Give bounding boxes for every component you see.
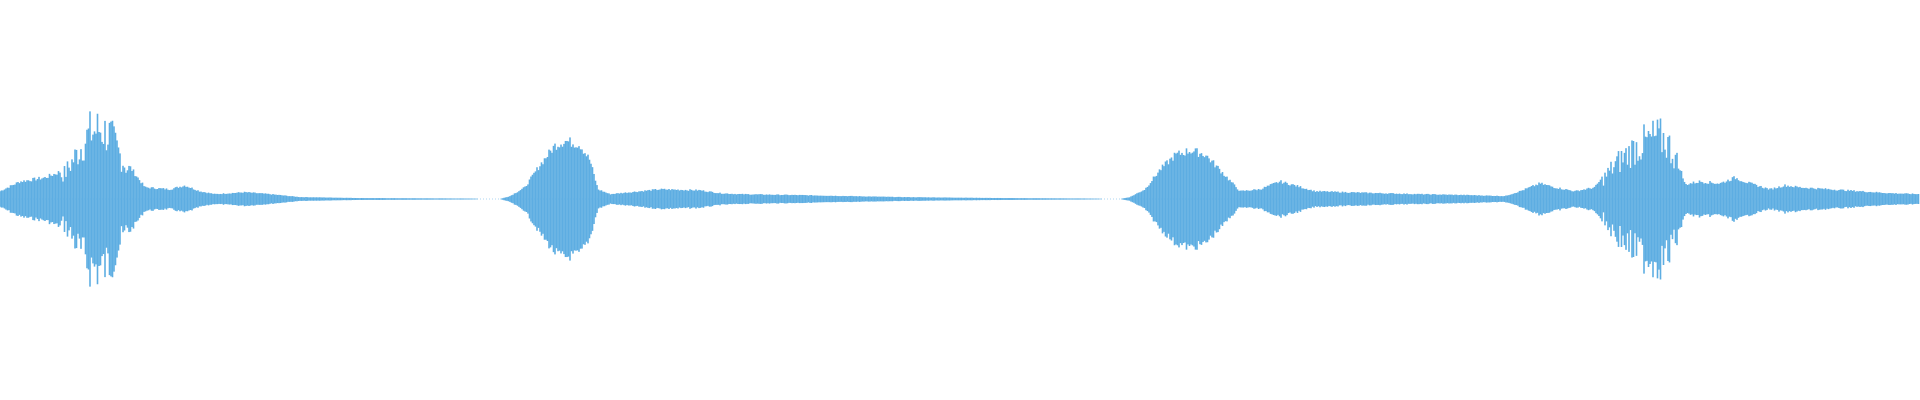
- waveform-bars: [0, 111, 1920, 287]
